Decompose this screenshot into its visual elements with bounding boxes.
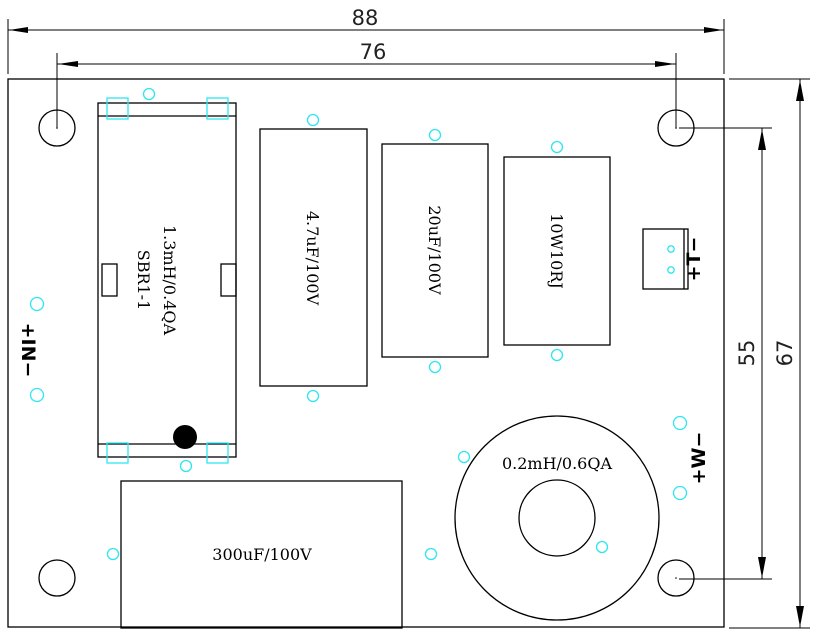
toroid-value-label: 0.2mH/0.6QA [502, 454, 613, 473]
arrow-down-icon [758, 557, 766, 578]
hole-center-mark [56, 127, 58, 129]
resistor-10w10rj[interactable]: 10W10RJ [503, 140, 611, 362]
via-pad [306, 389, 320, 403]
mounting-hole-bottom-right [657, 559, 695, 597]
via-pad [428, 360, 442, 374]
mounting-hole-bottom-left [38, 559, 76, 597]
arrow-up-icon [796, 80, 804, 101]
terminal-output-label: +W− [688, 432, 710, 485]
arrow-right-icon [704, 27, 723, 33]
dimension-label-88: 88 [352, 6, 379, 30]
mounting-hole-top-left [38, 109, 76, 147]
arrow-right-icon [655, 61, 675, 67]
via-pad [672, 485, 688, 501]
arrow-down-icon [796, 606, 804, 627]
resistor-body [503, 156, 611, 346]
capacitor-value-label: 20uF/100V [425, 205, 444, 295]
inductor-sbr1-1[interactable]: 1.3mH/0.4QA SBR1-1 [97, 87, 237, 473]
arrow-left-icon [9, 27, 28, 33]
smd-pad [206, 442, 229, 464]
capacitor-body [120, 480, 403, 629]
terminal-output[interactable]: +W− [672, 415, 711, 501]
terminal-input[interactable]: +IN− [17, 296, 45, 403]
via-pad [595, 540, 609, 554]
via-pad [179, 459, 193, 473]
via-pad [306, 113, 320, 127]
terminal-connector-body [642, 228, 689, 290]
via-pad [550, 348, 564, 362]
via-pad [428, 128, 442, 142]
terminal-thermal[interactable]: +T− [642, 228, 705, 290]
toroid-outer-ring [454, 415, 660, 621]
dimension-label-55: 55 [735, 340, 759, 367]
via-pad [424, 547, 438, 561]
capacitor-300uf[interactable]: 300uF/100V [106, 480, 438, 629]
dimension-overall-height: 67 [729, 78, 810, 629]
toroid-inductor[interactable]: 0.2mH/0.6QA [454, 415, 660, 621]
hole-center-mark [675, 577, 677, 579]
inductor-model-label: SBR1-1 [134, 250, 153, 311]
terminal-thermal-label: +T− [683, 237, 705, 282]
pin-pad [667, 266, 675, 274]
via-pad [106, 547, 120, 561]
via-pad [457, 450, 471, 464]
pin1-marker-dot [173, 425, 197, 449]
dimension-hole-height: 55 [679, 127, 772, 580]
resistor-value-label: 10W10RJ [547, 213, 566, 289]
inductor-side-tab-left [101, 263, 118, 297]
dimension-hole-width: 76 [56, 40, 677, 128]
capacitor-value-label: 300uF/100V [212, 545, 312, 564]
board-outline [7, 78, 725, 628]
capacitor-body [259, 128, 368, 387]
smd-pad [106, 97, 129, 120]
pin-pad [667, 245, 675, 253]
smd-pad [206, 97, 229, 120]
capacitor-body [381, 143, 489, 358]
inductor-value-label: 1.3mH/0.4QA [160, 225, 179, 336]
capacitor-value-label: 4.7uF/100V [303, 211, 322, 306]
capacitor-4-7uf[interactable]: 4.7uF/100V [259, 113, 368, 403]
smd-pad [106, 442, 129, 464]
via-pad [672, 415, 688, 431]
toroid-inner-ring [518, 479, 596, 557]
dimension-overall-width: 88 [7, 6, 725, 74]
inductor-side-tab-right [220, 263, 237, 297]
arrow-up-icon [758, 129, 766, 150]
via-pad [29, 387, 45, 403]
arrow-left-icon [58, 61, 78, 67]
dimension-label-67: 67 [773, 340, 797, 367]
hole-center-mark [675, 127, 677, 129]
dimension-label-76: 76 [360, 40, 387, 64]
via-pad [550, 140, 564, 154]
terminal-input-label: +IN− [17, 323, 39, 378]
capacitor-20uf[interactable]: 20uF/100V [381, 128, 489, 374]
via-pad [29, 296, 45, 312]
via-pad [142, 87, 156, 101]
